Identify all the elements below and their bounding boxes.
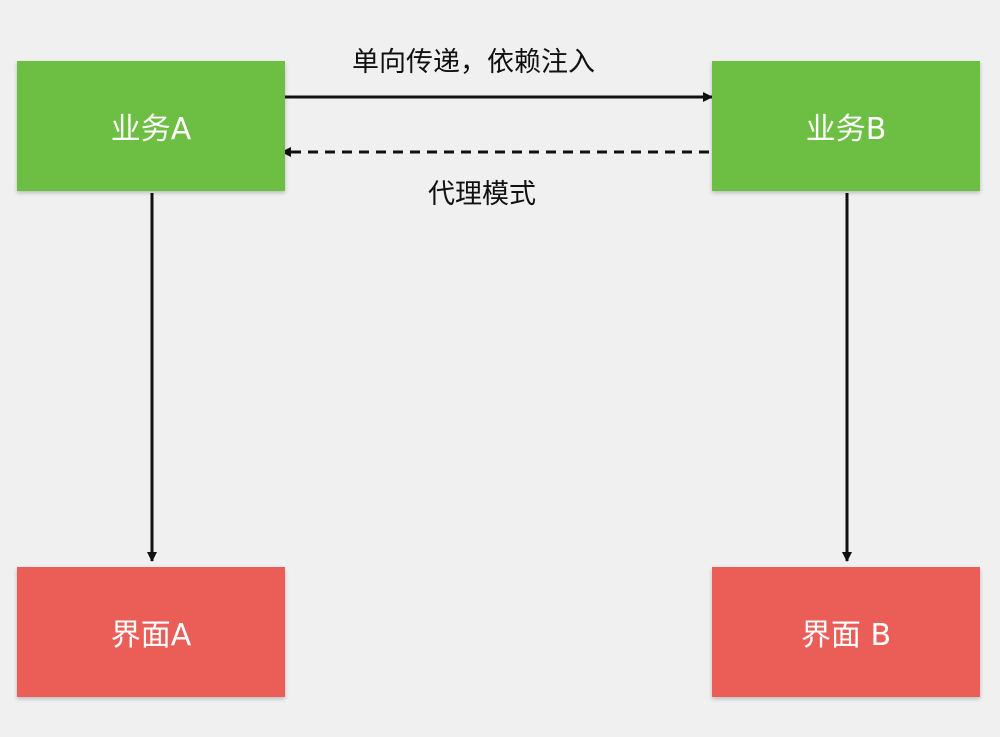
ui-a-node: 界面A [17,567,285,697]
business-b-node: 业务B [712,61,980,191]
forward-edge-label: 单向传递，依赖注入 [352,47,595,78]
proxy-edge-label: 代理模式 [428,179,536,210]
ui-b-label: 界面 B [800,618,892,653]
business-a-label: 业务A [110,112,192,147]
ui-b-node: 界面 B [712,567,980,697]
business-b-label: 业务B [805,112,887,147]
business-a-node: 业务A [17,61,285,191]
ui-a-label: 界面A [110,618,192,653]
